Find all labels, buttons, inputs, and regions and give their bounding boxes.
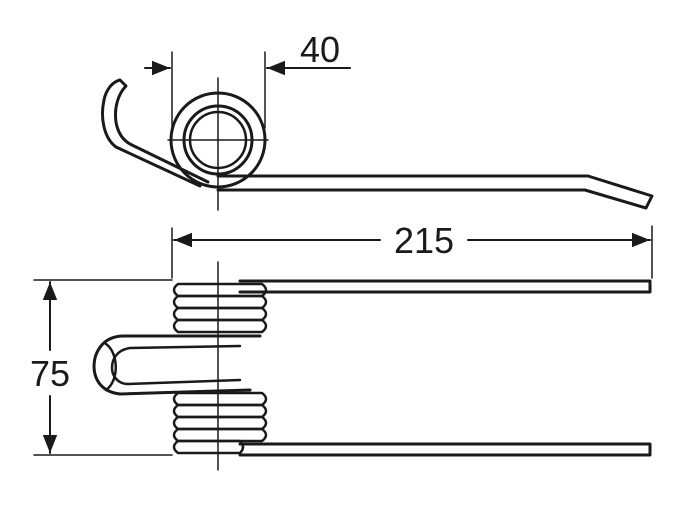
dimension-215 [171,225,653,279]
hook-arm [101,78,210,188]
dimension-40 [144,51,351,129]
coil-lower [172,391,268,455]
coil-upper [172,282,268,334]
dimension-label-75: 75 [30,353,70,394]
front-view [92,261,652,471]
dimension-label-40: 40 [300,29,340,70]
tine-upper [238,279,652,294]
dimension-label-215: 215 [394,220,454,261]
loop-curl [104,342,117,392]
tine-lower [238,442,652,457]
tine-side [216,174,654,210]
side-view [101,77,654,211]
dimension-75 [33,279,173,456]
connecting-loop-inner [110,344,242,386]
connecting-loop [92,334,262,396]
